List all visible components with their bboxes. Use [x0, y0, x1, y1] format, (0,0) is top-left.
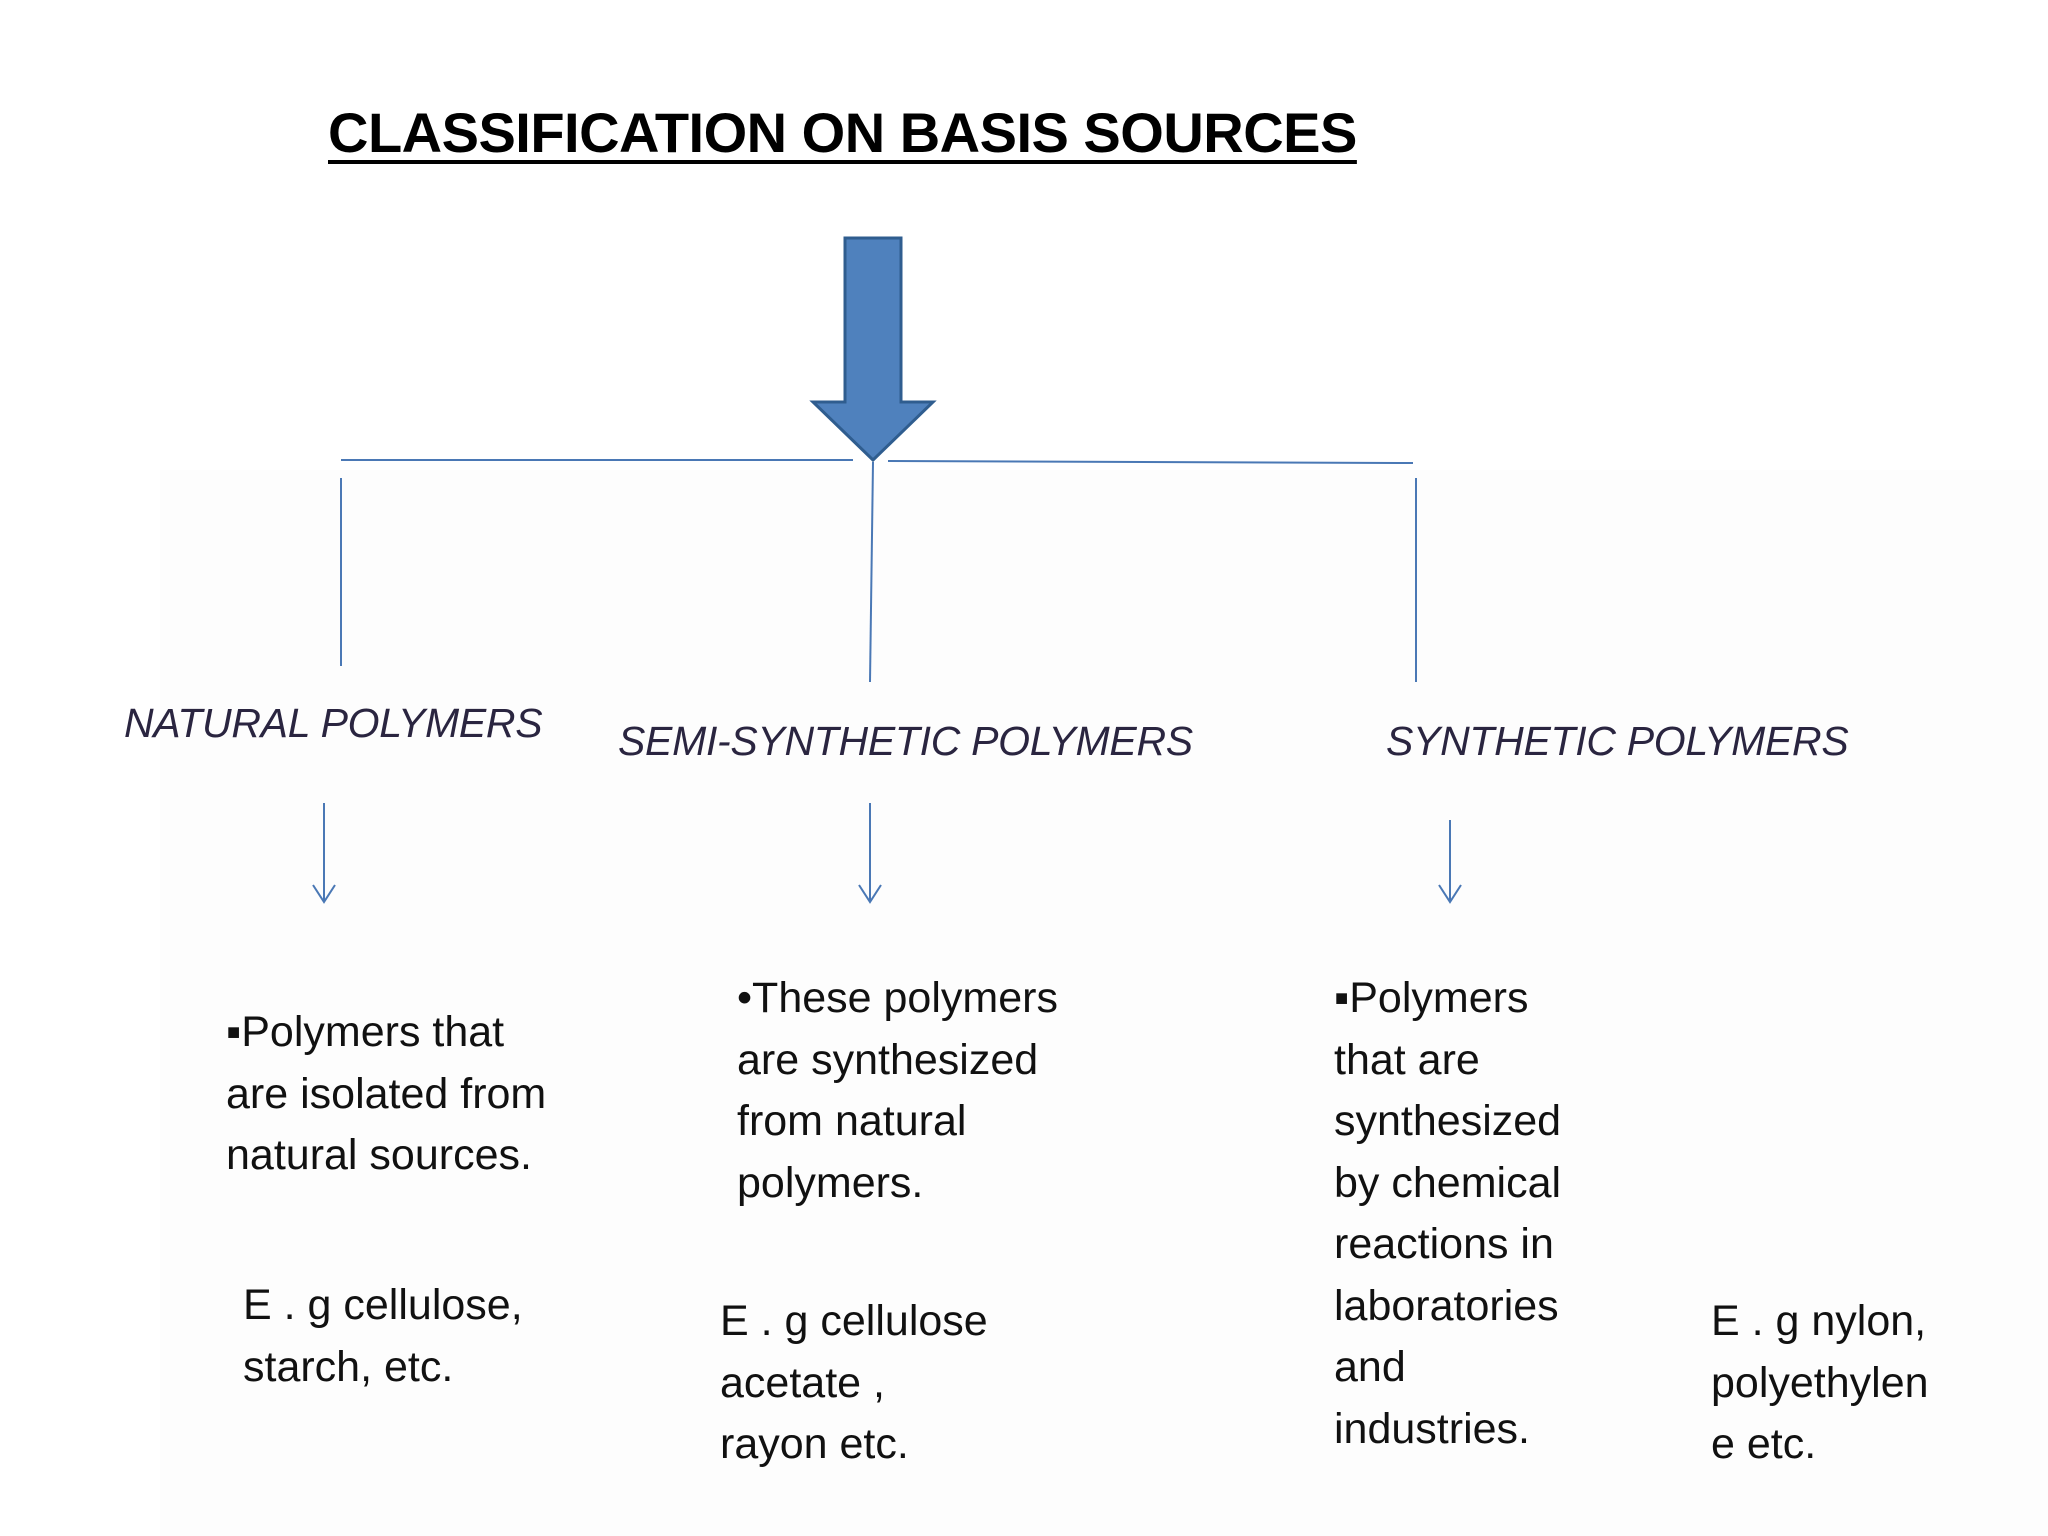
- small-arrow-synthetic: [1438, 820, 1462, 904]
- category-semi-synthetic-polymers: SEMI-SYNTHETIC POLYMERS: [618, 718, 1193, 764]
- example-natural: E . g cellulose, starch, etc.: [243, 1281, 523, 1391]
- small-arrow-natural: [312, 803, 336, 904]
- main-down-arrow: [809, 236, 937, 463]
- small-arrow-semi-synthetic: [858, 803, 882, 904]
- background-panel: [160, 470, 2048, 1536]
- category-synthetic-polymers: SYNTHETIC POLYMERS: [1386, 718, 1849, 764]
- description-synthetic: ▪Polymers that are synthesized by chemic…: [1334, 974, 1562, 1453]
- category-natural-polymers: NATURAL POLYMERS: [124, 700, 543, 746]
- example-semi-synthetic: E . g cellulose acetate , rayon etc.: [720, 1297, 988, 1468]
- description-natural: ▪Polymers that are isolated from natural…: [226, 1008, 547, 1179]
- description-semi-synthetic: •These polymers are synthesized from nat…: [737, 974, 1058, 1207]
- example-synthetic: E . g nylon, polyethylen e etc.: [1711, 1297, 1929, 1468]
- branch-line-right: [887, 460, 1414, 464]
- drop-line-semi-synthetic: [869, 461, 874, 683]
- diagram-title: CLASSIFICATION ON BASIS SOURCES: [328, 101, 1357, 164]
